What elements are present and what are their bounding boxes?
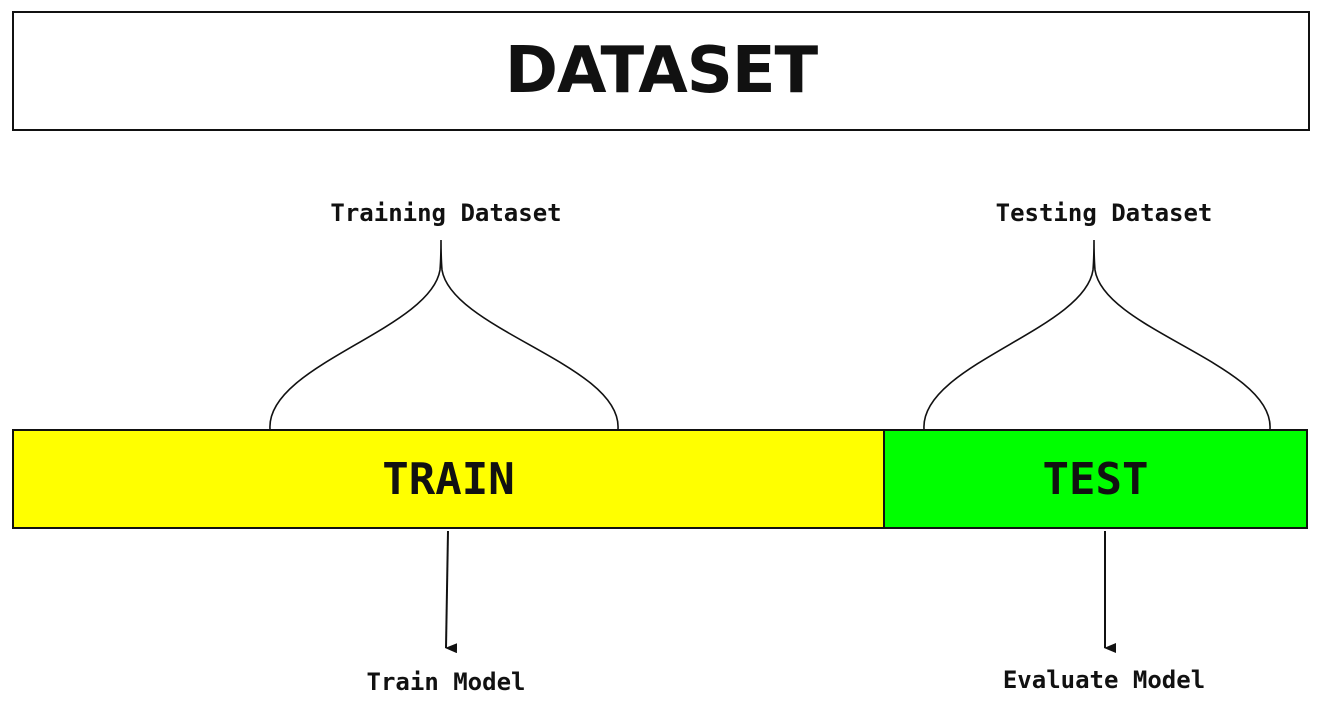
train-arrow <box>445 530 458 654</box>
dataset-title: DATASET <box>504 34 818 108</box>
testing-dataset-label: Testing Dataset <box>995 199 1213 227</box>
training-dataset-label: Training Dataset <box>330 199 562 227</box>
testing-brace <box>923 239 1271 430</box>
train-segment-label: TRAIN <box>382 453 515 505</box>
dataset-box: DATASET <box>12 11 1310 131</box>
train-model-label: Train Model <box>366 668 526 696</box>
training-brace <box>269 239 619 430</box>
train-segment: TRAIN <box>12 429 885 529</box>
test-segment-label: TEST <box>1042 453 1149 505</box>
test-segment: TEST <box>883 429 1308 529</box>
evaluate-model-label: Evaluate Model <box>1002 666 1206 694</box>
